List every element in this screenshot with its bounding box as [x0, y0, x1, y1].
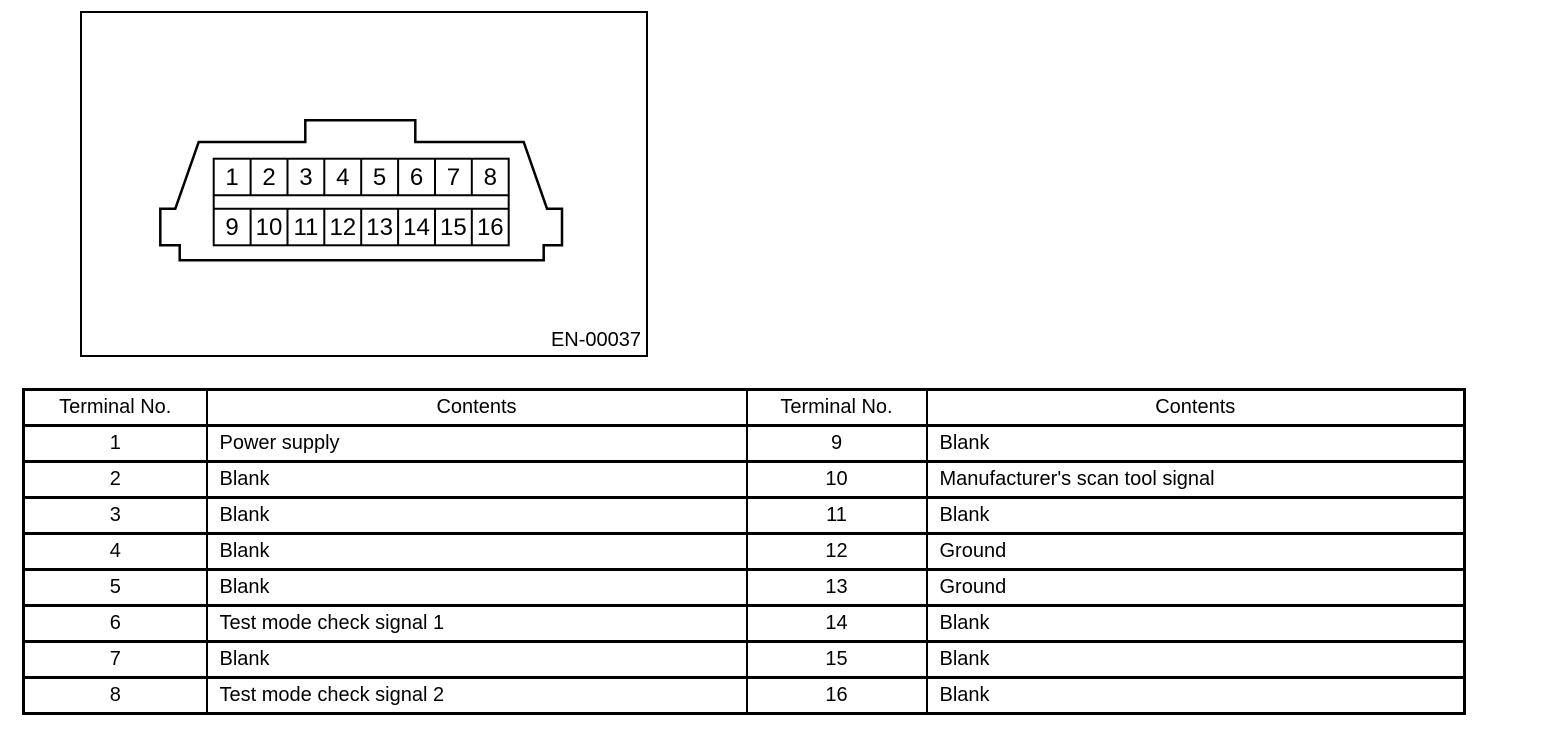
terminal-number-cell: 2: [22, 460, 208, 499]
table-row: 2 Blank 10 Manufacturer's scan tool sign…: [22, 460, 1466, 499]
pin-label: 13: [366, 214, 393, 241]
table-row: 4 Blank 12 Ground: [22, 532, 1466, 571]
pin-label: 16: [477, 214, 504, 241]
terminal-number-cell: 1: [22, 424, 208, 463]
col-header-contents-right: Contents: [925, 388, 1466, 427]
terminal-number-cell: 8: [22, 676, 208, 715]
contents-cell: Blank: [205, 640, 748, 679]
pin-row-top: 1 2 3 4 5 6 7 8: [225, 164, 497, 191]
contents-cell: Blank: [205, 532, 748, 571]
figure-caption: EN-00037: [550, 329, 641, 351]
table-row: 5 Blank 13 Ground: [22, 568, 1466, 607]
terminal-number-cell: 10: [745, 460, 928, 499]
pin-label: 14: [403, 214, 430, 241]
col-header-terminal-no-left: Terminal No.: [22, 388, 208, 427]
terminal-number-cell: 3: [22, 496, 208, 535]
table-row: 8 Test mode check signal 2 16 Blank: [22, 676, 1466, 715]
table-row: 7 Blank 15 Blank: [22, 640, 1466, 679]
contents-cell: Manufacturer's scan tool signal: [925, 460, 1466, 499]
terminal-number-cell: 6: [22, 604, 208, 643]
contents-cell: Ground: [925, 532, 1466, 571]
connector-diagram: 1 2 3 4 5 6 7 8 9 10 11 12 13 14 15 16: [159, 119, 564, 262]
pin-label: 1: [225, 164, 238, 191]
table-header-row: Terminal No. Contents Terminal No. Conte…: [22, 388, 1466, 427]
pin-label: 10: [256, 214, 283, 241]
pin-label: 9: [225, 214, 238, 241]
contents-cell: Test mode check signal 1: [205, 604, 748, 643]
contents-cell: Power supply: [205, 424, 748, 463]
col-header-terminal-no-right: Terminal No.: [745, 388, 928, 427]
pin-label: 2: [262, 164, 275, 191]
table-row: 1 Power supply 9 Blank: [22, 424, 1466, 463]
table-row: 6 Test mode check signal 1 14 Blank: [22, 604, 1466, 643]
pin-label: 6: [410, 164, 423, 191]
terminal-number-cell: 15: [745, 640, 928, 679]
contents-cell: Blank: [925, 496, 1466, 535]
terminal-number-cell: 11: [745, 496, 928, 535]
pin-row-bottom: 9 10 11 12 13 14 15 16: [225, 214, 503, 241]
contents-cell: Blank: [925, 640, 1466, 679]
terminal-number-cell: 9: [745, 424, 928, 463]
connector-figure: 1 2 3 4 5 6 7 8 9 10 11 12 13 14 15 16 E…: [80, 11, 648, 357]
pin-label: 7: [447, 164, 460, 191]
contents-cell: Ground: [925, 568, 1466, 607]
terminal-number-cell: 13: [745, 568, 928, 607]
pin-grid-lines: [212, 157, 510, 247]
pin-label: 8: [484, 164, 497, 191]
terminal-number-cell: 7: [22, 640, 208, 679]
contents-cell: Blank: [925, 424, 1466, 463]
terminal-number-cell: 12: [745, 532, 928, 571]
contents-cell: Blank: [205, 568, 748, 607]
pin-label: 4: [336, 164, 349, 191]
contents-cell: Test mode check signal 2: [205, 676, 748, 715]
pin-label: 11: [293, 214, 318, 241]
terminal-number-cell: 4: [22, 532, 208, 571]
pin-label: 5: [373, 164, 386, 191]
table-row: 3 Blank 11 Blank: [22, 496, 1466, 535]
pin-label: 3: [299, 164, 312, 191]
terminal-number-cell: 5: [22, 568, 208, 607]
terminal-number-cell: 14: [745, 604, 928, 643]
contents-cell: Blank: [205, 496, 748, 535]
pin-label: 12: [329, 214, 356, 241]
terminal-number-cell: 16: [745, 676, 928, 715]
terminal-table: Terminal No. Contents Terminal No. Conte…: [22, 388, 1466, 715]
contents-cell: Blank: [925, 604, 1466, 643]
pin-label: 15: [440, 214, 467, 241]
contents-cell: Blank: [925, 676, 1466, 715]
col-header-contents-left: Contents: [205, 388, 748, 427]
contents-cell: Blank: [205, 460, 748, 499]
